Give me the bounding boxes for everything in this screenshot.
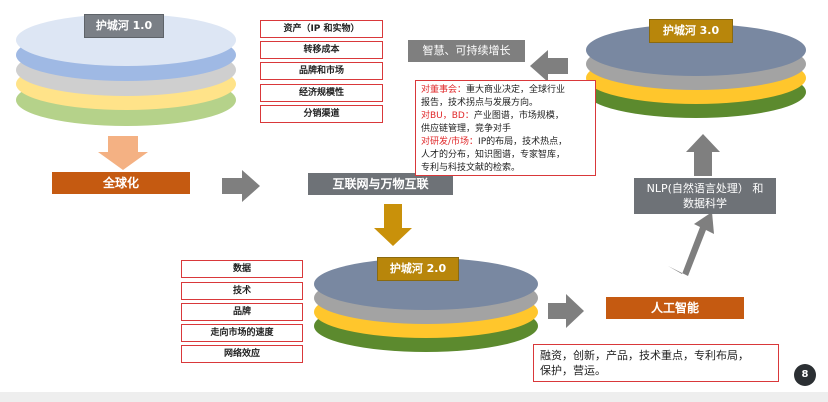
- list2-item-technology: 技术: [181, 282, 303, 300]
- moat-2-layer-top: [314, 258, 538, 310]
- desc-line-6: 人才的分布，知识图谱，专家智库，: [421, 150, 566, 160]
- desc-line-5: 对研发/市场：IP的布局，技术热点，: [421, 137, 568, 147]
- internet-iot-label: 互联网与万物互联: [308, 173, 453, 195]
- arrow-right-gray-2: [548, 294, 584, 328]
- nlp-line-2: 数据科学: [683, 197, 727, 210]
- moat-2-badge: 护城河 2.0: [377, 257, 459, 281]
- globalization-label: 全球化: [52, 172, 190, 194]
- desc-line-1: 对董事会：重大商业决定，全球行业: [421, 85, 566, 95]
- list2-item-network-effect: 网络效应: [181, 345, 303, 363]
- moat-3-stack: [586, 24, 806, 118]
- list1-item-economies-of-scale: 经济规模性: [260, 84, 383, 102]
- ai-label: 人工智能: [606, 297, 744, 319]
- wisdom-growth-box: 智慧、可持续增长: [408, 40, 525, 62]
- moat-3-layer-top: [586, 24, 806, 76]
- stakeholder-description: 对董事会：重大商业决定，全球行业 报告，技术拐点与发展方向。 对BU，BD：产业…: [415, 80, 596, 176]
- nlp-line-1: NLP(自然语言处理） 和: [646, 182, 764, 195]
- list2-item-speed-to-market: 走向市场的速度: [181, 324, 303, 342]
- arrow-right-gray-1: [222, 170, 260, 202]
- list2-item-brand: 品牌: [181, 303, 303, 321]
- desc-label-board: 对董事会：: [421, 85, 467, 95]
- arrow-down-gold: [374, 204, 412, 246]
- desc-line-3: 对BU，BD：产业图谱，市场规模，: [421, 111, 564, 121]
- list1-item-assets: 资产（IP 和实物）: [260, 20, 383, 38]
- page-number: 8: [794, 364, 816, 386]
- list1-item-distribution: 分销渠道: [260, 105, 383, 123]
- moat-1-badge: 护城河 1.0: [84, 14, 164, 38]
- moat-1-stack: [16, 14, 236, 126]
- arrow-up-gray: [686, 134, 720, 176]
- arrow-left-gray: [530, 50, 568, 82]
- desc-label-rd-market: 对研发/市场：: [421, 137, 479, 147]
- list2-item-data: 数据: [181, 260, 303, 278]
- bottom-desc-line-2: 保护，营运。: [540, 364, 606, 377]
- bottom-desc-line-1: 融资，创新，产品，技术重点，专利布局，: [540, 349, 749, 362]
- arrow-diagonal-gray: [668, 212, 714, 276]
- moat-3-badge: 护城河 3.0: [649, 19, 733, 43]
- moat-1-layer-top: [16, 14, 236, 66]
- footer-bar: [0, 392, 828, 402]
- desc-line-7: 专利与科技文献的检索。: [421, 163, 521, 173]
- ai-outcomes-description: 融资，创新，产品，技术重点，专利布局， 保护，营运。: [533, 344, 779, 382]
- moat-2-stack: [314, 258, 538, 352]
- desc-line-4: 供应链管理，竞争对手: [421, 124, 512, 134]
- desc-line-2: 报告，技术拐点与发展方向。: [421, 98, 539, 108]
- desc-label-bu-bd: 对BU，BD：: [421, 111, 474, 121]
- arrow-down-orange: [98, 136, 148, 170]
- list1-item-switching-cost: 转移成本: [260, 41, 383, 59]
- nlp-data-science-box: NLP(自然语言处理） 和 数据科学: [634, 178, 776, 214]
- list1-item-brand-market: 品牌和市场: [260, 62, 383, 80]
